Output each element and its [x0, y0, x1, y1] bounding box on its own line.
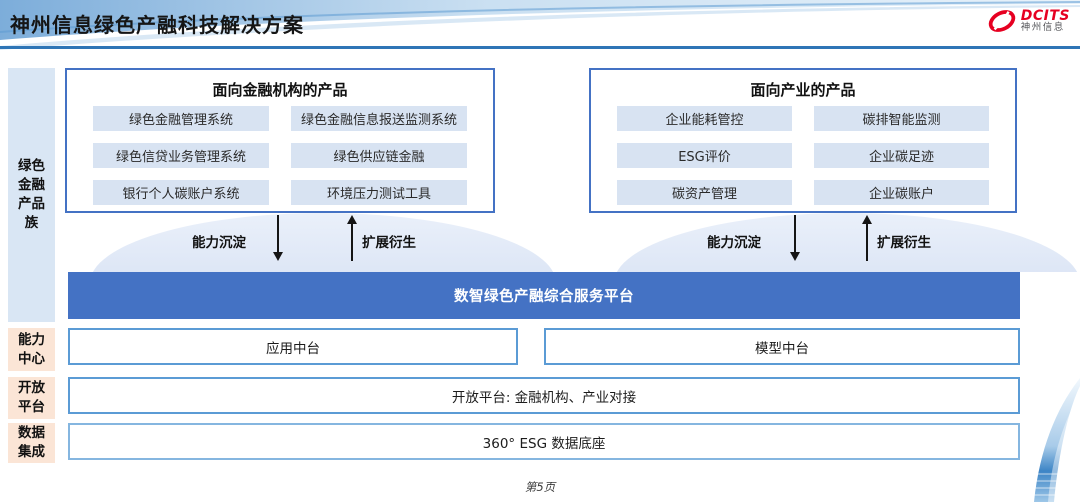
arrow-up-icon — [347, 215, 357, 261]
sidebar-label-data-integration: 数据集成 — [8, 423, 55, 463]
company-logo: DCITS 神州信息 — [987, 7, 1070, 35]
product-item: 银行个人碳账户系统 — [93, 180, 269, 205]
extension-derive-label: 扩展衍生 — [877, 235, 931, 251]
product-item: 绿色金融管理系统 — [93, 106, 269, 131]
arrow-down-icon — [790, 215, 800, 261]
product-item: 企业碳足迹 — [814, 143, 989, 168]
product-item: 环境压力测试工具 — [291, 180, 467, 205]
product-item: 绿色信贷业务管理系统 — [93, 143, 269, 168]
header-swoosh-decoration — [0, 0, 1080, 50]
extension-derive-label: 扩展衍生 — [362, 235, 416, 251]
product-item: 企业碳账户 — [814, 180, 989, 205]
arrow-down-icon — [273, 215, 283, 261]
sidebar-label-capability-center: 能力中心 — [8, 328, 55, 371]
logo-name: DCITS — [1020, 7, 1070, 24]
esg-data-base-box: 360° ESG 数据底座 — [68, 423, 1020, 460]
corner-swoosh-decoration — [1034, 378, 1080, 502]
product-item: 碳排智能监测 — [814, 106, 989, 131]
page-number: 第5页 — [524, 480, 556, 494]
product-item: 绿色金融信息报送监测系统 — [291, 106, 467, 131]
logo-subtext: 神州信息 — [1020, 22, 1065, 34]
dcits-swirl-icon — [988, 10, 1015, 32]
dome-decoration-right — [614, 213, 1080, 272]
product-item: ESG评价 — [617, 143, 792, 168]
panel-title: 面向金融机构的产品 — [212, 80, 348, 99]
header-divider — [0, 46, 1080, 49]
application-middle-platform-box: 应用中台 — [68, 328, 518, 365]
model-middle-platform-box: 模型中台 — [544, 328, 1020, 365]
arrow-up-icon — [862, 215, 872, 261]
capability-deposit-label: 能力沉淀 — [707, 235, 761, 251]
panel-financial-products: 面向金融机构的产品 绿色金融管理系统 绿色金融信息报送监测系统 绿色信贷业务管理… — [65, 68, 495, 213]
panel-grid: 企业能耗管控 碳排智能监测 ESG评价 企业碳足迹 碳资产管理 企业碳账户 — [591, 102, 1015, 205]
page-title: 神州信息绿色产融科技解决方案 — [10, 13, 304, 37]
product-item: 企业能耗管控 — [617, 106, 792, 131]
panel-grid: 绿色金融管理系统 绿色金融信息报送监测系统 绿色信贷业务管理系统 绿色供应链金融… — [67, 102, 493, 205]
capability-deposit-label: 能力沉淀 — [192, 235, 246, 251]
product-item: 绿色供应链金融 — [291, 143, 467, 168]
product-item: 碳资产管理 — [617, 180, 792, 205]
dome-decoration-left — [90, 213, 556, 272]
panel-title: 面向产业的产品 — [750, 80, 856, 99]
open-platform-box: 开放平台: 金融机构、产业对接 — [68, 377, 1020, 414]
sidebar-label-product-family: 绿色金融产品族 — [8, 68, 55, 322]
panel-industry-products: 面向产业的产品 企业能耗管控 碳排智能监测 ESG评价 企业碳足迹 碳资产管理 … — [589, 68, 1017, 213]
sidebar-label-open-platform: 开放平台 — [8, 377, 55, 419]
platform-bar: 数智绿色产融综合服务平台 — [68, 272, 1020, 319]
